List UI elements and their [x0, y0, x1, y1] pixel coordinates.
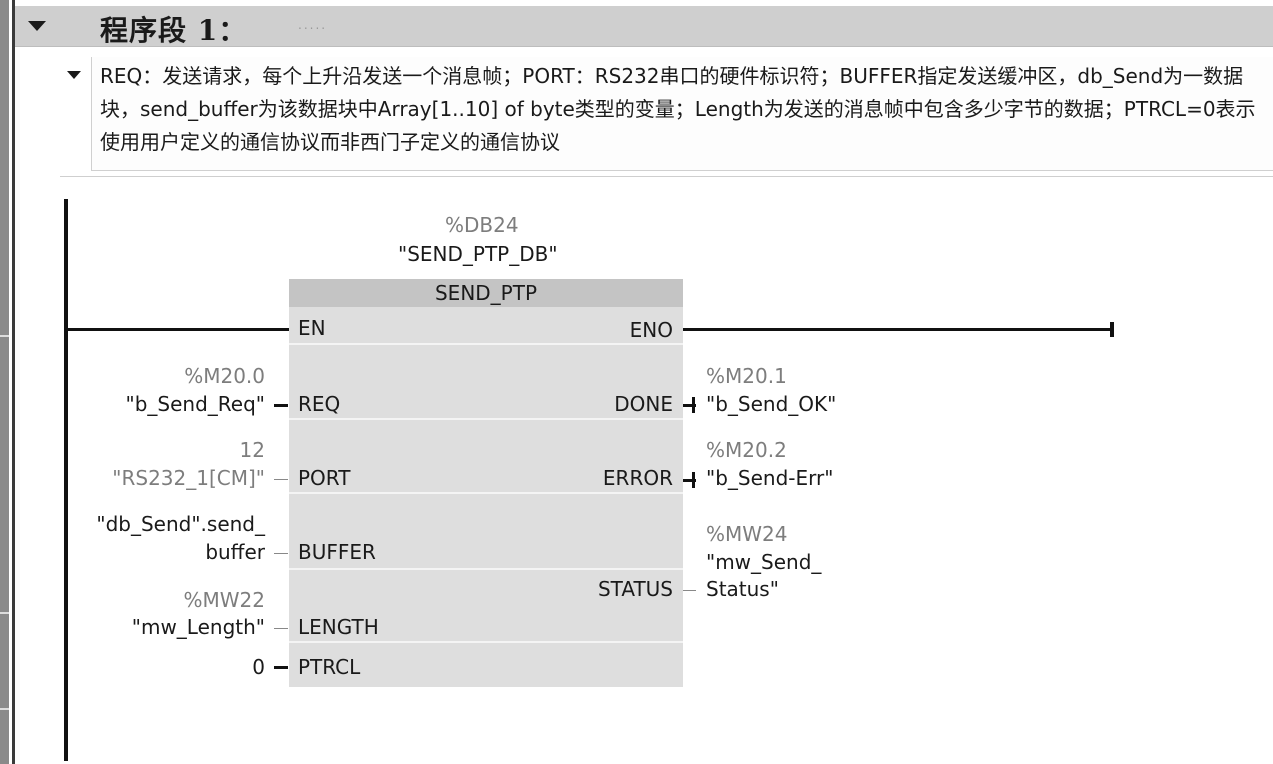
- req-connector: [274, 404, 288, 407]
- network-header[interactable]: 程序段 1： .....: [15, 6, 1273, 47]
- ptrcl-connector: [274, 666, 288, 669]
- status-operand-line1[interactable]: "mw_Send_: [706, 550, 822, 574]
- done-connector: [683, 404, 696, 407]
- port-address: 12: [239, 438, 265, 462]
- port-connector: [274, 479, 288, 480]
- done-operand[interactable]: "b_Send_OK": [706, 392, 837, 416]
- req-operand[interactable]: "b_Send_Req": [125, 392, 265, 416]
- done-address: %M20.1: [706, 364, 787, 388]
- length-connector: [274, 628, 288, 629]
- collapse-triangle-icon[interactable]: [28, 21, 46, 31]
- network-comment-text[interactable]: REQ：发送请求，每个上升沿发送一个消息帧；PORT：RS232串口的硬件标识符…: [100, 64, 1256, 154]
- instance-db-address: %DB24: [445, 213, 519, 237]
- req-address: %M20.0: [184, 364, 265, 388]
- error-operand[interactable]: "b_Send-Err": [706, 466, 834, 490]
- done-connector-end: [692, 397, 695, 413]
- power-rail: [64, 199, 68, 761]
- coil-end-marker: [1110, 322, 1114, 337]
- status-connector: [683, 590, 696, 591]
- pin-req[interactable]: REQ: [298, 392, 341, 416]
- network-title[interactable]: 程序段 1：: [100, 14, 248, 47]
- ptrcl-operand[interactable]: 0: [252, 655, 265, 679]
- buffer-connector: [274, 553, 288, 554]
- error-connector: [683, 479, 696, 482]
- pin-error[interactable]: ERROR: [602, 466, 673, 490]
- buffer-operand-line2[interactable]: buffer: [205, 540, 265, 564]
- editor-margin-line: [12, 0, 15, 764]
- eno-wire: [683, 328, 1113, 331]
- status-operand-line2[interactable]: Status": [706, 577, 779, 601]
- send-ptp-block[interactable]: [289, 279, 683, 687]
- buffer-operand-line1[interactable]: "db_Send".send_: [96, 512, 265, 536]
- status-address: %MW24: [706, 522, 788, 546]
- port-operand[interactable]: "RS232_1[CM]": [112, 466, 265, 490]
- network-subtitle[interactable]: .....: [298, 18, 328, 32]
- en-wire: [67, 328, 289, 331]
- comment-collapse-icon[interactable]: [67, 71, 81, 79]
- pin-port[interactable]: PORT: [298, 466, 351, 490]
- length-operand[interactable]: "mw_Length": [131, 615, 265, 639]
- network-comment[interactable]: REQ：发送请求，每个上升沿发送一个消息帧；PORT：RS232串口的硬件标识符…: [91, 57, 1273, 171]
- editor-left-scrollbar[interactable]: [0, 0, 9, 764]
- error-connector-end: [692, 472, 695, 488]
- pin-status[interactable]: STATUS: [597, 577, 673, 601]
- pin-buffer[interactable]: BUFFER: [298, 540, 376, 564]
- block-name[interactable]: SEND_PTP: [289, 279, 683, 307]
- error-address: %M20.2: [706, 438, 787, 462]
- pin-length[interactable]: LENGTH: [298, 615, 379, 639]
- pin-done[interactable]: DONE: [614, 392, 673, 416]
- network-separator: [60, 176, 1273, 177]
- instance-db-name[interactable]: "SEND_PTP_DB": [398, 242, 558, 266]
- length-address: %MW22: [183, 588, 265, 612]
- pin-ptrcl[interactable]: PTRCL: [298, 655, 361, 679]
- pin-eno[interactable]: ENO: [629, 318, 673, 342]
- pin-en[interactable]: EN: [298, 316, 326, 340]
